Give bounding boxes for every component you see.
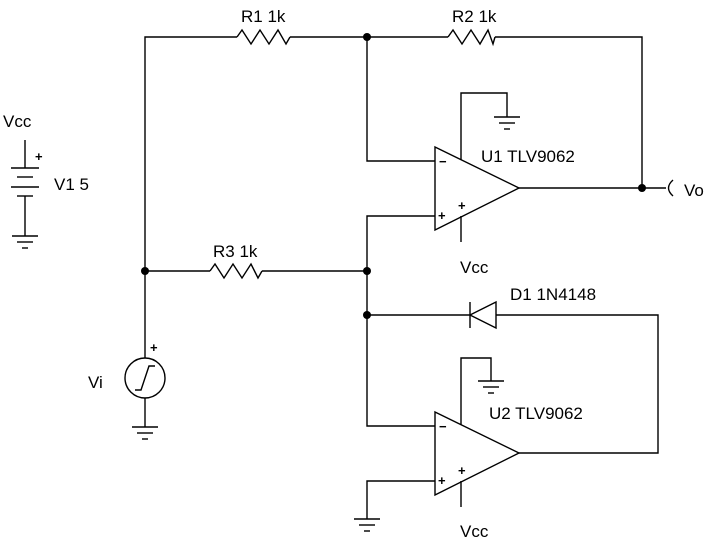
opamp-u1-body	[434, 145, 521, 232]
u1-minus-sign: −	[439, 154, 447, 169]
v1-vcc-label: Vcc	[3, 112, 32, 131]
junction-r3-node	[363, 267, 371, 275]
wires	[24, 36, 666, 519]
opamp-u2-body	[434, 410, 521, 497]
vi-ramp-icon	[135, 365, 155, 391]
junction-r1-r2	[363, 33, 371, 41]
battery-v1: +	[11, 149, 43, 197]
source-vi: +	[124, 340, 166, 399]
ground-u1-top	[494, 116, 520, 130]
d1-label: D1 1N4148	[510, 285, 596, 304]
junctions	[141, 33, 646, 319]
vi-polarity-plus: +	[150, 340, 158, 355]
wire-u1-noninverting	[366, 215, 435, 427]
u2-minus-sign: −	[439, 419, 447, 434]
u1-supply-plus-sign: +	[458, 198, 466, 213]
ground-u2-input	[354, 518, 380, 532]
vo-terminal	[667, 179, 674, 197]
resistor-r1	[236, 28, 291, 46]
junction-diode-node	[363, 311, 371, 319]
u1-vcc-label: Vcc	[460, 258, 489, 277]
wire-diode-to-u2-output	[496, 314, 659, 454]
vi-circle	[124, 357, 166, 399]
u2-label: U2 TLV9062	[489, 404, 583, 423]
u2-vcc-label: Vcc	[460, 522, 489, 541]
ground-vi	[132, 426, 158, 440]
u1-plus-sign: +	[438, 208, 446, 223]
opamp-u1: − + +	[434, 145, 521, 232]
junction-left-node	[141, 267, 149, 275]
wire-u1-inverting	[366, 37, 435, 162]
v1-label: V1 5	[54, 175, 89, 194]
wire-u1-top-supply	[460, 92, 508, 160]
wire-u2-top-supply	[460, 357, 492, 425]
wire-r2-to-output	[495, 36, 643, 188]
vo-label: Vo	[684, 181, 704, 200]
r2-label: R2 1k	[452, 7, 497, 26]
wire-u2-noninverting-to-ground	[366, 480, 435, 519]
r3-label: R3 1k	[213, 242, 258, 261]
ground-v1	[12, 235, 38, 249]
ground-u2-top	[478, 380, 504, 394]
junction-output	[638, 184, 646, 192]
diode-d1-triangle	[468, 300, 497, 330]
wire-left-vertical-to-r1	[144, 36, 237, 271]
u2-supply-plus-sign: +	[458, 463, 466, 478]
u1-label: U1 TLV9062	[481, 147, 575, 166]
resistor-r3	[209, 262, 263, 280]
u2-plus-sign: +	[438, 473, 446, 488]
resistor-r2	[447, 28, 496, 47]
diode-d1	[468, 300, 497, 330]
r1-label: R1 1k	[241, 7, 286, 26]
v1-polarity-plus: +	[35, 149, 43, 164]
vi-label: Vi	[88, 373, 103, 392]
opamp-u2: − + +	[434, 410, 521, 497]
